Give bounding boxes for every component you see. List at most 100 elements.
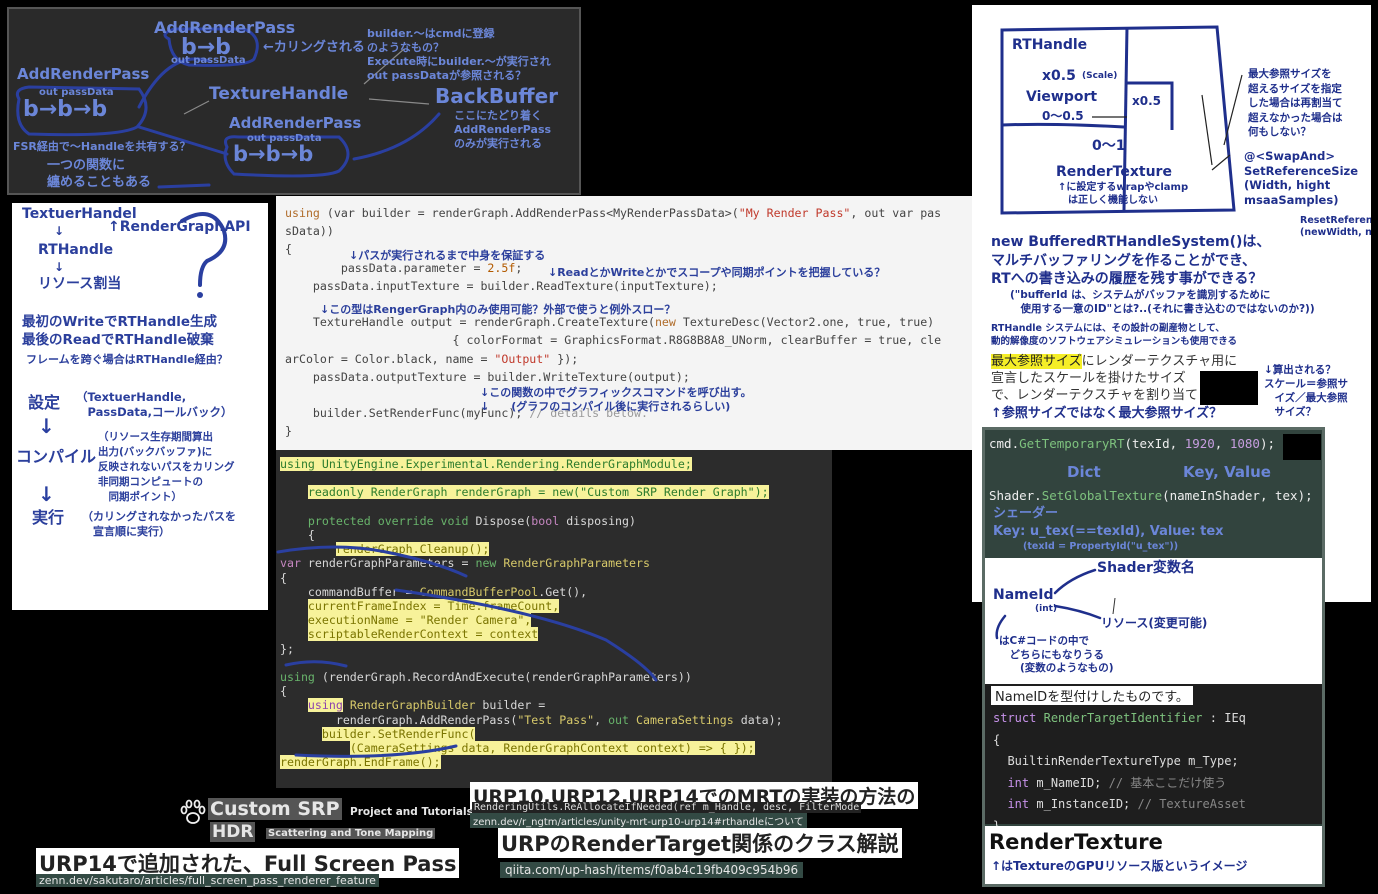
name-id-note-box: Shader変数名 NameId (int) リソース(変更可能) はC#コード… bbox=[985, 558, 1322, 684]
code-annotation-strokes bbox=[276, 545, 658, 758]
buffered-rthandle-note: new BufferedRTHandleSystem()は、 マルチバッファリン… bbox=[991, 234, 1271, 287]
mrt-code-snippet: RenderingUtils.ReAllocateIfNeeded(ref m_… bbox=[472, 802, 862, 813]
max-ref-size-question: ↑参照サイズではなく最大参照サイズ？ bbox=[991, 406, 1223, 421]
flow-arrow-2: ↓ bbox=[54, 260, 65, 274]
render-texture-label: RenderTexture bbox=[1056, 164, 1172, 180]
render-texture-title: RenderTexture bbox=[989, 830, 1163, 854]
settings-note: （TextuerHandle, PassData,コールバック） bbox=[76, 390, 233, 419]
max-ref-size-note: 最大参照サイズを 超えるサイズを指定 した場合は再割当て 超えなかった場合は 何… bbox=[1248, 68, 1343, 138]
add-render-pass-top-label: AddRenderPass bbox=[154, 18, 296, 37]
add-render-pass-code: using (var builder = renderGraph.AddRend… bbox=[285, 206, 942, 439]
single-function-note: 一つの関数に 纏めることもある bbox=[47, 158, 152, 190]
name-id-label: NameId bbox=[993, 587, 1054, 603]
get-temporary-rt-code: cmd.GetTemporaryRT(texId, 1920, 1080); bbox=[989, 436, 1276, 451]
fsr-note: FSR経由で〜Handleを共有する？ bbox=[13, 140, 191, 153]
buffer-id-note: ("bufferId は、システムがバッファを識別するために 使用する一意のID… bbox=[1010, 289, 1315, 315]
dict-label: Dict bbox=[1067, 463, 1101, 481]
render-graph-module-code: using UnityEngine.Experimental.Rendering… bbox=[280, 457, 783, 770]
render-target-identifier-code: struct RenderTargetIdentifier : IEq { Bu… bbox=[993, 711, 1246, 833]
code-note-4: ↓この関数の中でグラフィックスコマンドを呼び出す。 ↓ (グラフのコンパイル後に… bbox=[480, 386, 752, 413]
bbb-bottom-label: b→b→b bbox=[233, 142, 314, 166]
texture-handle-label: TextuerHandel bbox=[22, 206, 137, 222]
code-note-3: ↓この型はRengerGraph内のみ使用可能？外部で使うと例外スロー？ bbox=[320, 303, 676, 316]
scale-small-label: (Scale) bbox=[1082, 71, 1118, 81]
range-1-label: 0〜1 bbox=[1092, 138, 1126, 154]
frame-note: フレームを跨ぐ場合はRTHandle経由？ bbox=[26, 353, 228, 366]
resource-alloc-label: リソース割当 bbox=[38, 276, 122, 292]
shader-key-value: Key: u_tex(==texId), Value: tex bbox=[993, 524, 1224, 539]
urp-render-target-url[interactable]: qiita.com/up-hash/items/f0ab4c19fb409c95… bbox=[500, 862, 804, 878]
code-note-2: ↓ReadとかWriteとかでスコープや同期ポイントを把握している？ bbox=[548, 266, 886, 279]
add-render-pass-bottom-label: AddRenderPass bbox=[229, 114, 362, 132]
builder-note: builder.〜はcmdに登録 のようなもの？ Execute時にbuilde… bbox=[367, 27, 551, 82]
resource-label: リソース(変更可能) bbox=[1101, 616, 1208, 630]
doc-line-1: にレンダーテクスチャ用に bbox=[1081, 354, 1238, 369]
doc-line-3: で、レンダーテクスチャを割り当て bbox=[991, 388, 1198, 403]
int-label: (int) bbox=[1035, 604, 1058, 614]
custom-srp-title[interactable]: Custom SRP bbox=[208, 798, 342, 820]
render-texture-caption-box: RenderTexture ↑はTextureのGPUリソース版というイメージ bbox=[985, 826, 1322, 884]
csharp-note: はC#コードの中で どちらにもなりうる (変数のようなもの) bbox=[999, 635, 1114, 674]
backbuffer-note: ここにたどり着く AddRenderPass のみが実行される bbox=[454, 109, 552, 150]
urp14-full-screen-pass-title[interactable]: URP14で追加された、Full Screen Pass bbox=[36, 848, 460, 878]
svg-text:↓: ↓ bbox=[38, 414, 55, 438]
scale-calc-note: ↓算出される？ スケール＝参照サ イズ／最大参照 サイズ？ bbox=[1264, 364, 1348, 418]
range-05-label: 0〜0.5 bbox=[1042, 109, 1084, 123]
custom-srp-subtitle: Project and Tutorials bbox=[350, 806, 473, 818]
flow-arrow-1: ↓ bbox=[54, 224, 65, 238]
render-pass-diagram-lines bbox=[15, 27, 441, 189]
hdr-title[interactable]: HDR bbox=[210, 822, 256, 842]
add-render-pass-code-panel: using (var builder = renderGraph.AddRend… bbox=[276, 196, 972, 450]
question-mark-drawing: ↓ ↓ bbox=[38, 211, 228, 506]
svg-text:↓: ↓ bbox=[38, 482, 55, 506]
texture-handle-label: TextureHandle bbox=[209, 84, 349, 104]
bb-top-label: b→b bbox=[181, 35, 231, 60]
code-note-1: ↓パスが実行されるまで中身を保証する bbox=[349, 249, 546, 262]
rthandle-box-drawing bbox=[1000, 25, 1243, 215]
add-render-pass-left-label: AddRenderPass bbox=[17, 65, 150, 83]
set-global-texture-code: Shader.SetGlobalTexture(nameInShader, te… bbox=[989, 488, 1313, 503]
shader-label: シェーダー bbox=[993, 506, 1059, 521]
urp14-url[interactable]: zenn.dev/sakutaro/articles/full_screen_p… bbox=[36, 874, 379, 887]
first-write-note: 最初のWriteでRTHandle生成 bbox=[22, 314, 218, 330]
back-buffer-label: BackBuffer bbox=[435, 84, 559, 108]
shader-variable-name-label: Shader変数名 bbox=[1097, 560, 1195, 576]
execute-step: 実行 bbox=[32, 508, 65, 527]
shader-key-value-sub: (texId = PropertyId("u_tex")) bbox=[1023, 541, 1179, 552]
compile-step: コンパイル bbox=[16, 447, 97, 466]
render-texture-caption: ↑はTextureのGPUリソース版というイメージ bbox=[991, 859, 1248, 873]
swap-and-set-reference-size-note: @<SwapAnd> SetReferenceSize (Width, high… bbox=[1244, 149, 1359, 207]
name-id-typed-text: NameIDを型付けしたものです。 bbox=[991, 686, 1193, 705]
bbb-left-label: b→b→b bbox=[23, 97, 108, 122]
urp-render-target-title[interactable]: URPのRenderTarget関係のクラス解説 bbox=[498, 828, 902, 858]
render-texture-note: ↑に設定するwrapやclamp は正しく機能しない bbox=[1058, 182, 1189, 206]
redacted-box bbox=[1283, 434, 1321, 460]
key-value-label: Key, Value bbox=[1183, 463, 1271, 481]
render-pass-diagram-panel: AddRenderPass b→b ←カリングされる out passData … bbox=[7, 7, 581, 195]
culling-note: ←カリングされる bbox=[263, 40, 365, 55]
render-target-identifier-code-box: NameIDを型付けしたものです。 struct RenderTargetIde… bbox=[985, 684, 1322, 833]
rthandle-system-note: RTHandle システムには、その設計の副産物として、 動的解像度のソフトウェ… bbox=[991, 323, 1238, 347]
redacted-box bbox=[1200, 371, 1258, 405]
render-graph-api-label: ↑RenderGraphAPI bbox=[108, 219, 251, 235]
paw-icon bbox=[178, 798, 208, 828]
settings-step: 設定 bbox=[28, 393, 61, 412]
render-graph-flow-panel: ↓ ↓ TextuerHandel ↑RenderGraphAPI ↓ RTHa… bbox=[12, 203, 268, 610]
custom-srp-code-panel: using UnityEngine.Experimental.Rendering… bbox=[276, 450, 832, 788]
doc-line-2: 宣言したスケールを掛けたサイズ bbox=[991, 371, 1186, 386]
name-id-arrows bbox=[995, 568, 1116, 640]
max-ref-size-highlight: 最大参照サイズ bbox=[991, 354, 1082, 369]
execute-note: （カリングされなかったパスを 宣言順に実行） bbox=[82, 510, 236, 538]
mrt-url[interactable]: zenn.dev/r_ngtm/articles/unity-mrt-urp10… bbox=[470, 813, 807, 828]
scale-label: x0.5 bbox=[1042, 68, 1076, 84]
compile-note: （リソース生存期間算出 出力(バックバッファ)に 反映されないパスをカリング 非… bbox=[98, 431, 235, 503]
out-passdata-bottom-label: out passData bbox=[247, 133, 322, 144]
last-read-note: 最後のReadでRTHandle破棄 bbox=[22, 332, 214, 348]
rthandle-label: RTHandle bbox=[1012, 37, 1088, 53]
reset-reference-note: ResetReferen (newWidth, n bbox=[1300, 215, 1371, 238]
render-target-identifier-panel: cmd.GetTemporaryRT(texId, 1920, 1080); D… bbox=[982, 427, 1325, 887]
out-passdata-left-label: out passData bbox=[39, 87, 114, 98]
x05-label: x0.5 bbox=[1132, 94, 1161, 108]
viewport-label: Viewport bbox=[1026, 89, 1098, 105]
hdr-subtitle: Scattering and Tone Mapping bbox=[266, 828, 436, 839]
